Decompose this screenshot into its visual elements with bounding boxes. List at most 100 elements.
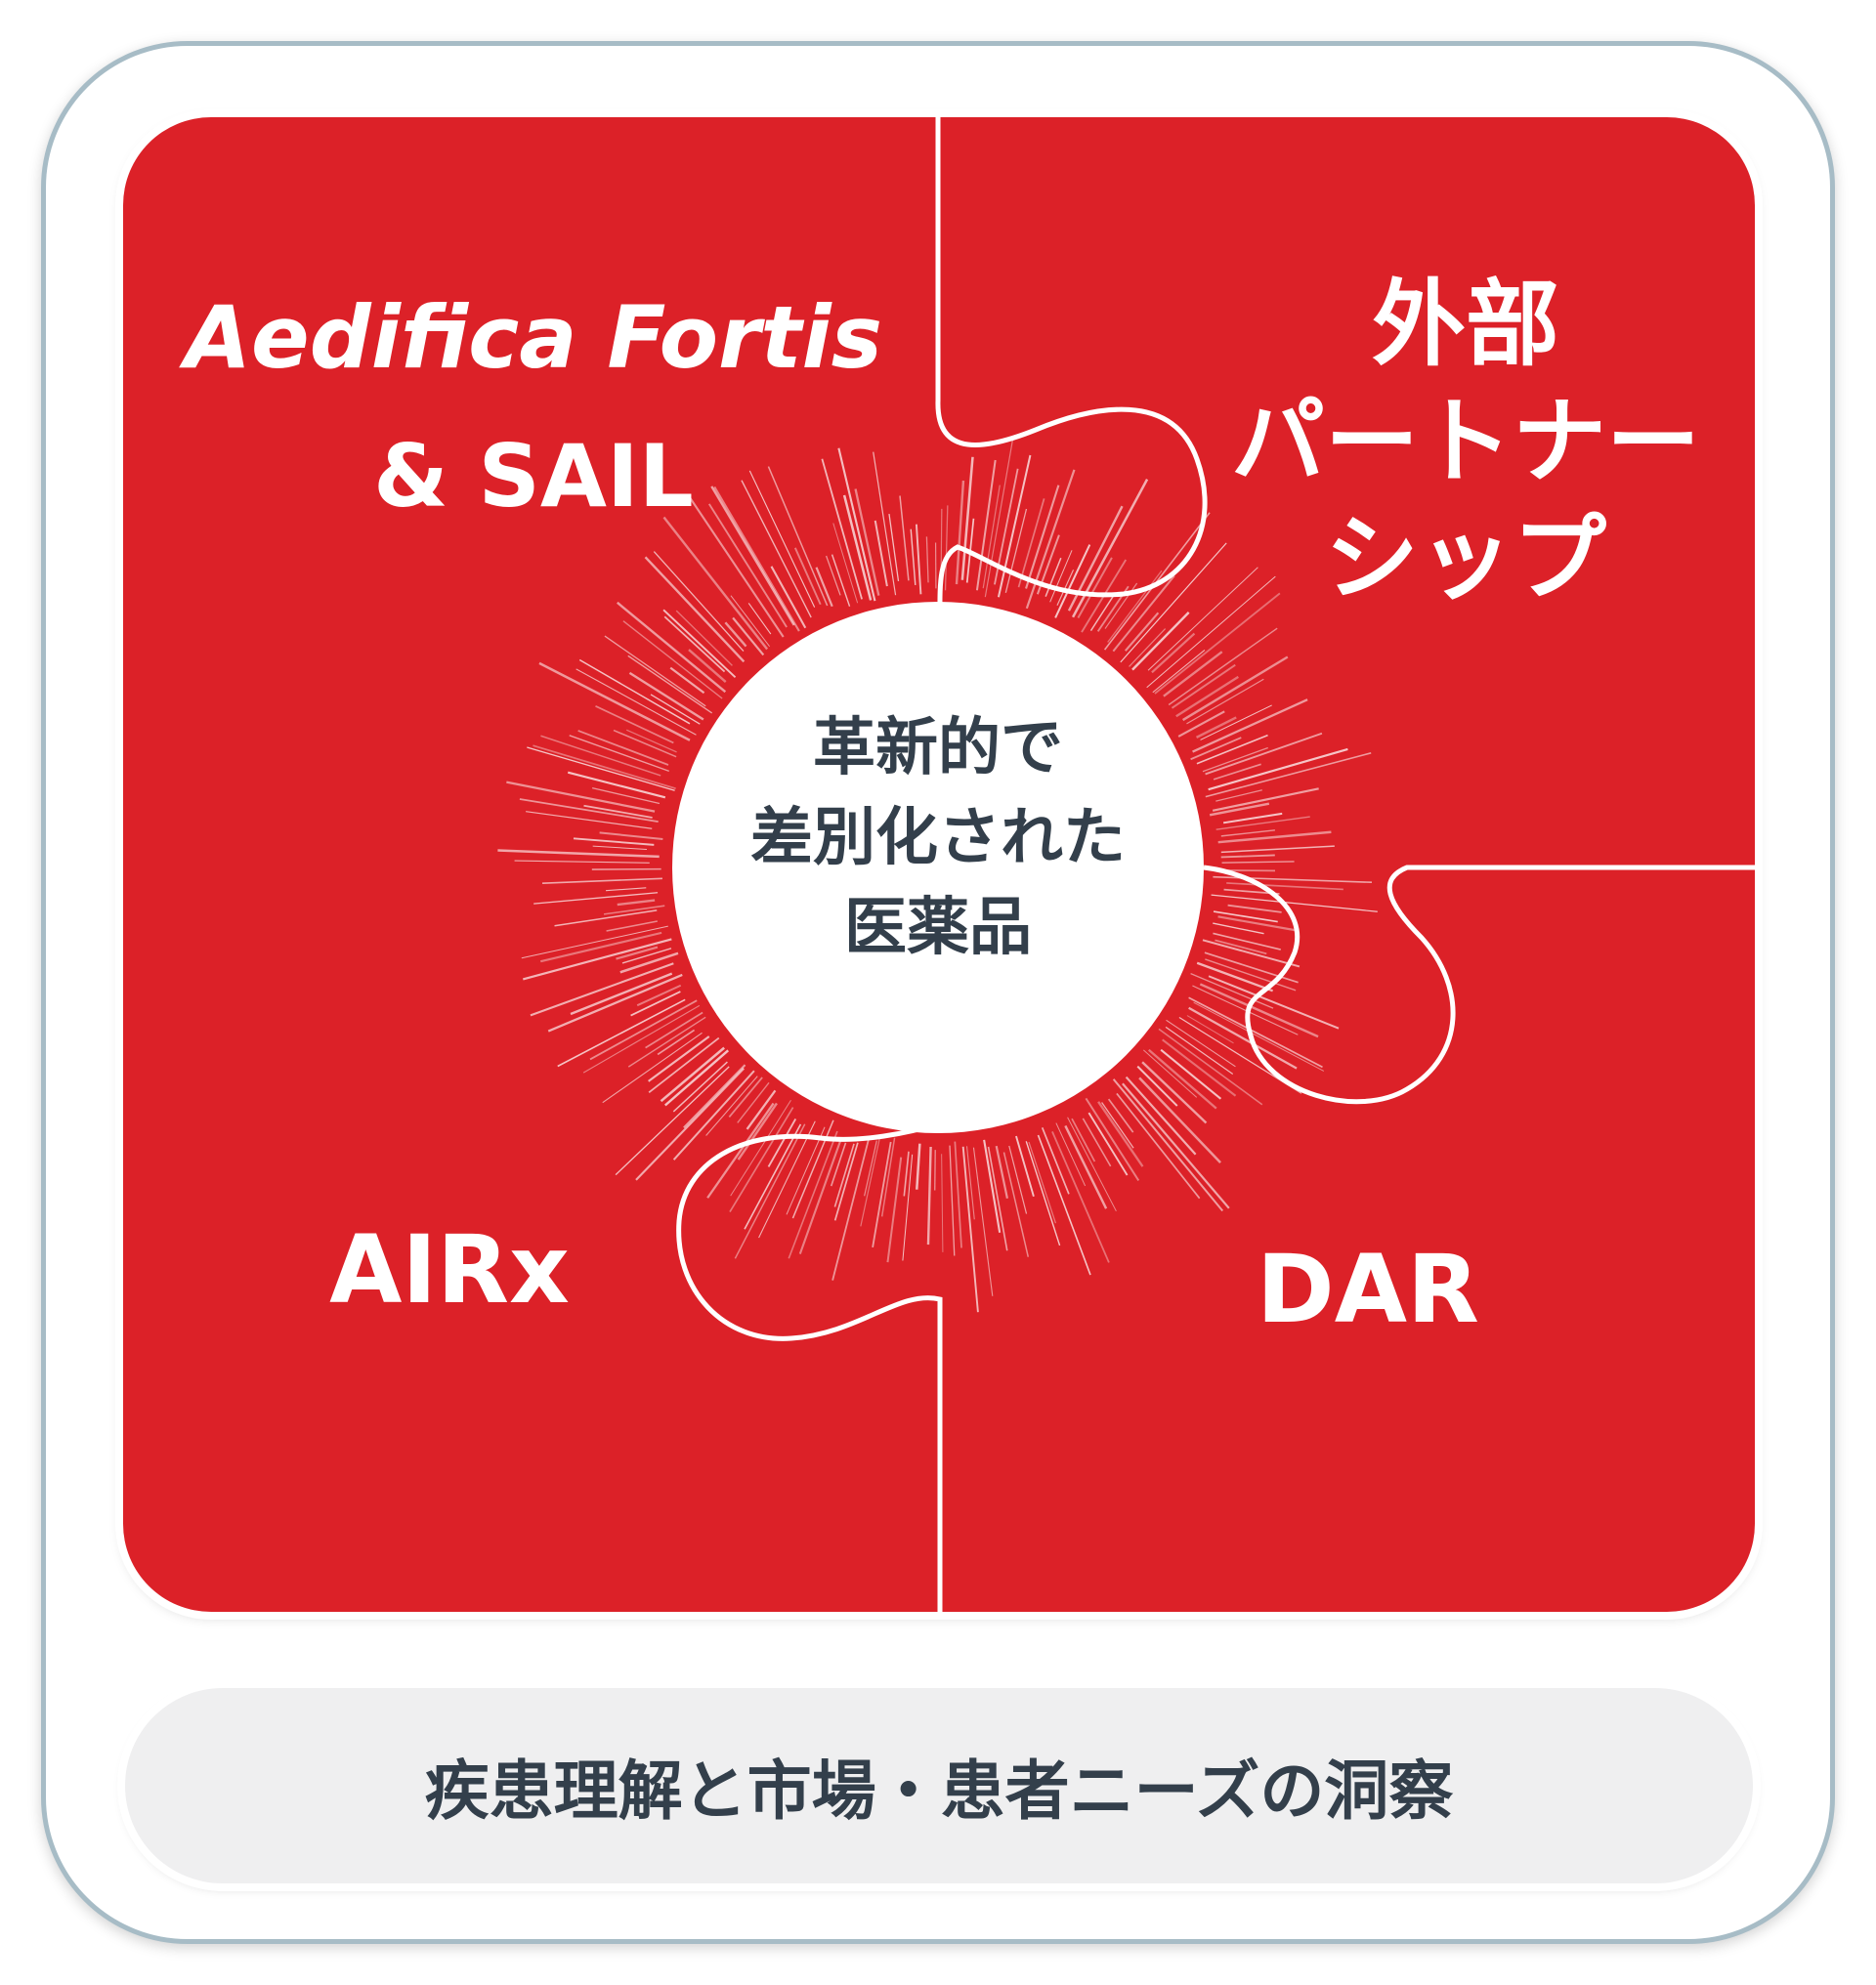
starburst-ray bbox=[984, 440, 1014, 598]
starburst-ray bbox=[1136, 1065, 1178, 1107]
starburst-ray bbox=[1199, 983, 1319, 1038]
starburst-ray bbox=[1015, 1135, 1035, 1198]
starburst-ray bbox=[1147, 567, 1258, 671]
starburst-ray bbox=[1188, 1006, 1298, 1070]
starburst-ray bbox=[617, 899, 656, 907]
starburst-ray bbox=[832, 523, 859, 604]
starburst-ray bbox=[606, 920, 658, 932]
starburst-ray bbox=[675, 610, 733, 666]
starburst-ray bbox=[660, 1046, 725, 1103]
starburst-ray bbox=[1196, 961, 1274, 992]
starburst-ray bbox=[1104, 582, 1138, 629]
starburst-ray bbox=[663, 1049, 730, 1107]
starburst-ray bbox=[982, 485, 1001, 589]
starburst-ray bbox=[578, 658, 691, 725]
starburst-ray bbox=[540, 931, 662, 963]
starburst-ray bbox=[1222, 812, 1283, 824]
starburst-ray bbox=[1152, 649, 1206, 694]
starburst-ray bbox=[902, 1154, 914, 1261]
vertical-seam bbox=[676, 117, 1208, 1612]
starburst-ray bbox=[1120, 542, 1227, 663]
starburst-ray bbox=[1049, 550, 1073, 603]
starburst-ray bbox=[1028, 1141, 1057, 1224]
starburst-ray bbox=[1200, 704, 1272, 740]
piece-bottom-right-label: DAR bbox=[1257, 1235, 1479, 1344]
starburst-ray bbox=[521, 925, 668, 959]
starburst-ray bbox=[688, 495, 785, 638]
starburst-ray bbox=[705, 1076, 758, 1136]
starburst-ray bbox=[1190, 973, 1274, 1009]
starburst-ray bbox=[746, 1089, 777, 1130]
starburst-ray bbox=[603, 905, 665, 915]
starburst-ray bbox=[1054, 544, 1091, 618]
starburst-ray bbox=[910, 528, 917, 585]
starburst-ray bbox=[1186, 678, 1264, 725]
starburst-ray bbox=[983, 1139, 1002, 1233]
starburst-ray bbox=[1205, 752, 1372, 798]
starburst-ray bbox=[627, 655, 713, 714]
starburst-ray bbox=[1089, 593, 1116, 632]
starburst-ray bbox=[1220, 845, 1335, 854]
starburst-ray bbox=[821, 458, 863, 600]
starburst-ray bbox=[1154, 592, 1281, 695]
starburst-ray bbox=[1213, 922, 1264, 935]
starburst-ray bbox=[683, 1064, 746, 1129]
starburst-ray bbox=[1217, 915, 1298, 932]
starburst-ray bbox=[514, 860, 650, 864]
starburst-ray bbox=[1182, 655, 1289, 722]
starburst-ray bbox=[1213, 875, 1373, 884]
starburst-ray bbox=[737, 1081, 770, 1123]
starburst-ray bbox=[1025, 485, 1060, 589]
starburst-ray bbox=[842, 494, 873, 601]
starburst-ray bbox=[602, 1032, 703, 1104]
starburst-ray bbox=[1037, 1134, 1091, 1276]
starburst-ray bbox=[630, 991, 681, 1017]
starburst-ray bbox=[788, 1130, 838, 1259]
starburst-ray bbox=[497, 849, 660, 859]
starburst-ray bbox=[1162, 1038, 1237, 1097]
piece-top-right-label: 外部 パートナー シップ bbox=[1172, 266, 1759, 617]
starburst-ray bbox=[1124, 612, 1160, 652]
starburst-ray bbox=[955, 480, 965, 585]
starburst-ray bbox=[615, 1066, 730, 1176]
starburst-ray bbox=[1141, 1061, 1208, 1124]
starburst-ray bbox=[793, 547, 822, 606]
starburst-ray bbox=[1212, 787, 1319, 812]
starburst-ray bbox=[1160, 1048, 1222, 1100]
starburst-ray bbox=[538, 661, 691, 741]
piece-top-right-line1: 外部 bbox=[1372, 270, 1559, 379]
starburst-ray bbox=[635, 1068, 745, 1181]
starburst-ray bbox=[554, 909, 658, 927]
starburst-ray bbox=[1171, 663, 1236, 709]
starburst-ray bbox=[533, 892, 659, 905]
starburst-ray bbox=[1215, 939, 1267, 955]
piece-top-left-line2: & SAIL bbox=[373, 426, 694, 527]
starburst-ray bbox=[724, 621, 747, 648]
puzzle-board bbox=[123, 117, 1755, 1612]
starburst-ray bbox=[1125, 1076, 1197, 1156]
starburst-ray bbox=[576, 668, 697, 736]
starburst-ray bbox=[1067, 1117, 1117, 1212]
starburst-ray bbox=[706, 1102, 775, 1199]
starburst-ray bbox=[1064, 1124, 1108, 1209]
starburst-ray bbox=[1055, 1122, 1087, 1187]
starburst-ray bbox=[628, 671, 704, 721]
starburst-ray bbox=[1188, 996, 1323, 1069]
starburst-ray bbox=[1175, 675, 1239, 718]
starburst-ray bbox=[526, 811, 653, 829]
starburst-ray bbox=[1002, 1152, 1030, 1257]
starburst-ray bbox=[672, 1061, 728, 1113]
starburst-ray bbox=[837, 447, 876, 602]
starburst-ray bbox=[965, 1146, 975, 1220]
starburst-ray bbox=[1215, 816, 1310, 830]
starburst-ray bbox=[1195, 716, 1237, 739]
starburst-ray bbox=[864, 1140, 877, 1197]
starburst-ray bbox=[650, 694, 701, 725]
starburst-ray bbox=[1008, 1145, 1028, 1214]
starburst-ray bbox=[1168, 627, 1278, 706]
starburst-ray bbox=[1131, 612, 1190, 671]
starburst-ray bbox=[1138, 1077, 1221, 1163]
starburst-ray bbox=[1082, 1118, 1112, 1167]
starburst-ray bbox=[1204, 951, 1299, 984]
starburst-ray bbox=[1213, 910, 1278, 923]
